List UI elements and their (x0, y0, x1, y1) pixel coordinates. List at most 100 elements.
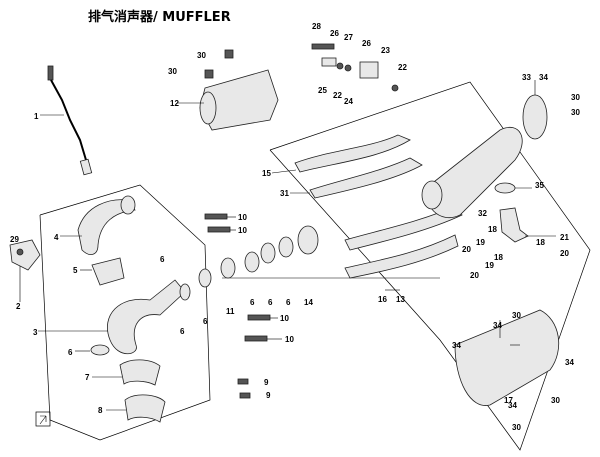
label-30e: 30 (512, 311, 521, 320)
spring-10c (247, 314, 271, 321)
label-30c: 30 (571, 93, 580, 102)
label-27: 27 (344, 33, 353, 42)
label-8: 8 (98, 406, 103, 415)
front-direction-icon (35, 411, 51, 427)
label-28: 28 (312, 22, 321, 31)
front-pipe-flange (120, 195, 136, 215)
label-34c: 34 (565, 358, 574, 367)
label-30b: 30 (168, 67, 177, 76)
mounting-bracket-part (9, 239, 41, 302)
label-3: 3 (33, 328, 38, 337)
tail-pipe-32 (344, 204, 463, 251)
gasket-6a (179, 283, 191, 301)
label-1: 1 (34, 112, 39, 121)
gasket-6d (260, 242, 276, 264)
label-19b: 19 (485, 261, 494, 270)
label-9a: 9 (264, 378, 269, 387)
label-30a: 30 (197, 51, 206, 60)
clamp-21 (499, 207, 529, 243)
label-6a: 6 (180, 327, 185, 336)
label-29: 29 (10, 235, 19, 244)
label-2: 2 (16, 302, 21, 311)
gasket-11 (220, 257, 236, 279)
tail-pipe-31 (309, 157, 423, 199)
label-4: 4 (54, 233, 59, 242)
label-17: 17 (504, 396, 513, 405)
label-20a: 20 (462, 245, 471, 254)
label-11: 11 (226, 307, 235, 316)
label-20c: 20 (470, 271, 479, 280)
gasket-35 (494, 182, 516, 194)
front-pipe-part (77, 199, 136, 255)
label-21: 21 (560, 233, 569, 242)
label-6c: 6 (250, 298, 255, 307)
bolt-30b (204, 69, 214, 79)
label-33: 33 (522, 73, 531, 82)
label-10c: 10 (280, 314, 289, 323)
muffler-end-cap (522, 94, 548, 140)
spring-10b (207, 226, 231, 233)
label-25: 25 (318, 86, 327, 95)
heat-shield-8 (124, 394, 166, 423)
label-13: 13 (396, 295, 405, 304)
label-7: 7 (85, 373, 90, 382)
label-5: 5 (73, 266, 78, 275)
heat-shield-12-end (199, 91, 217, 125)
muffler-heat-shield (454, 309, 559, 406)
label-18b: 18 (536, 238, 545, 247)
tail-pipe-16 (344, 234, 459, 279)
label-30f: 30 (551, 396, 560, 405)
label-12: 12 (170, 99, 179, 108)
muffler-inlet (421, 180, 443, 210)
bolt-30a (224, 49, 234, 59)
label-34e: 34 (508, 401, 517, 410)
label-10d: 10 (285, 335, 294, 344)
label-9b: 9 (266, 391, 271, 400)
tail-pipe-15 (294, 134, 411, 173)
label-15: 15 (262, 169, 271, 178)
label-23: 23 (381, 46, 390, 55)
header-pipe-part (107, 279, 186, 355)
diagram-title: 排气消声器/ MUFFLER (88, 10, 231, 25)
label-20b: 20 (560, 249, 569, 258)
label-6-left: 6 (68, 348, 73, 357)
label-6e: 6 (286, 298, 291, 307)
gasket-14 (297, 225, 319, 255)
label-19a: 19 (476, 238, 485, 247)
bolt-9b (239, 392, 251, 399)
label-30d: 30 (571, 108, 580, 117)
callout-labels: 1 2 3 4 5 6 6 6 6 6 6 6 7 8 9 9 10 10 10… (10, 22, 580, 432)
heat-shield-7 (119, 359, 161, 386)
spring-10d (244, 335, 268, 342)
label-30g: 30 (512, 423, 521, 432)
oxygen-sensor-part (40, 65, 93, 176)
label-16: 16 (378, 295, 387, 304)
label-6b: 6 (203, 317, 208, 326)
label-26b: 26 (362, 39, 371, 48)
label-26a: 26 (330, 29, 339, 38)
label-34b: 34 (452, 341, 461, 350)
bolt-9a (237, 378, 249, 385)
gasket-6c (244, 251, 260, 273)
label-35: 35 (535, 181, 544, 190)
frame-right-group (269, 81, 591, 451)
gasket-ring-left (90, 344, 110, 356)
label-34d: 34 (493, 321, 502, 330)
mid-pipe-part (91, 257, 125, 286)
label-6d: 6 (268, 298, 273, 307)
label-22b: 22 (333, 91, 342, 100)
label-18c: 18 (494, 253, 503, 262)
upper-hardware-group (311, 43, 399, 92)
label-22a: 22 (398, 63, 407, 72)
muffler-body (427, 127, 523, 218)
gasket-6e (278, 236, 294, 258)
label-14: 14 (304, 298, 313, 307)
label-6f: 6 (160, 255, 165, 264)
label-34a: 34 (539, 73, 548, 82)
spring-10a (204, 213, 228, 220)
label-31: 31 (280, 189, 289, 198)
gasket-6b (198, 268, 212, 288)
label-10b: 10 (238, 226, 247, 235)
